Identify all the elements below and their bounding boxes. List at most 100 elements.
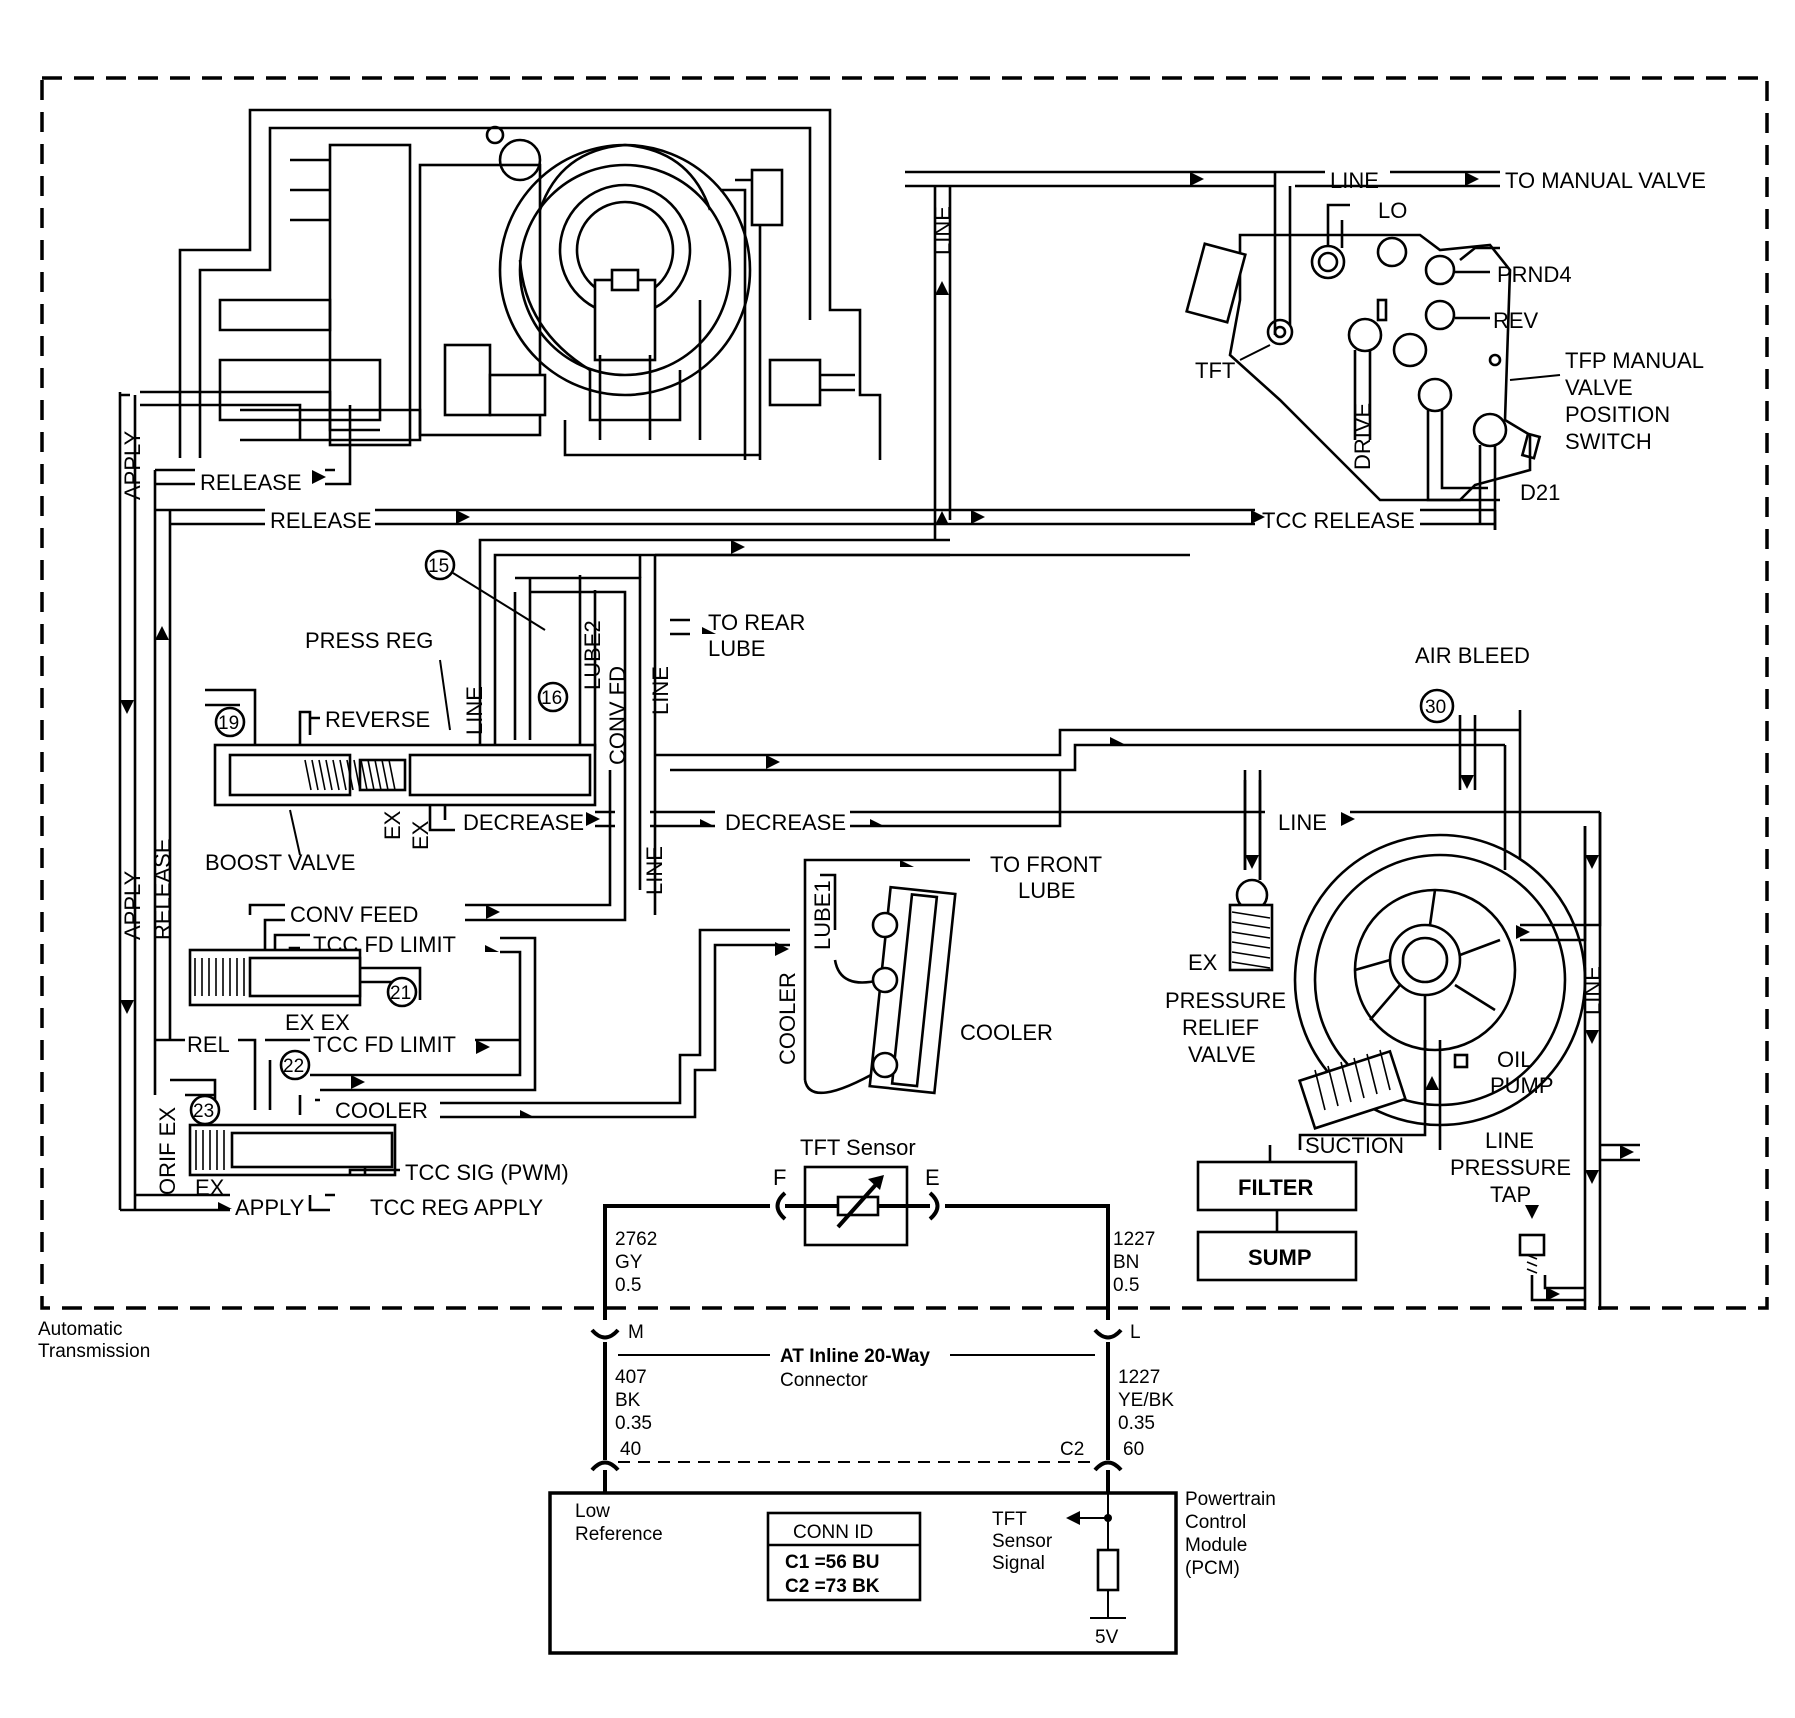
- tft-signal-label-1: TFT: [992, 1509, 1027, 1530]
- ex-ex-label: EX EX: [285, 1010, 350, 1035]
- tcc-release-label: TCC RELEASE: [1262, 508, 1415, 533]
- pin-m-label: M: [628, 1322, 644, 1343]
- tcc-sig-label: TCC SIG (PWM): [405, 1160, 569, 1185]
- tft-signal-label-3: Signal: [992, 1553, 1045, 1574]
- wire-right-bottom-3: 0.35: [1118, 1413, 1155, 1434]
- sump-label: SUMP: [1248, 1245, 1312, 1270]
- release-left-label: RELEASE: [150, 839, 175, 941]
- num23-label: 23: [193, 1101, 214, 1122]
- line-right-label: LINE: [1278, 810, 1327, 835]
- powertrain-control-module: Low Reference CONN ID C1 =56 BU C2 =73 B…: [548, 1489, 1276, 1655]
- wire-left-bottom-1: 407: [615, 1367, 647, 1388]
- lube2-label: LUBE2: [580, 620, 605, 690]
- line-label-top: LINE: [1330, 168, 1379, 193]
- press-reg-label: PRESS REG: [305, 628, 433, 653]
- line-to-manual-valve: LINE TO MANUAL VALVE LINE: [905, 168, 1706, 525]
- wire-right-top-1: 1227: [1113, 1229, 1155, 1250]
- decrease-label-2: DECREASE: [725, 810, 846, 835]
- v5-label: 5V: [1095, 1627, 1119, 1648]
- left-apply-release-lines: APPLY RELEASE: [120, 626, 175, 1014]
- release-label-1: RELEASE: [200, 470, 302, 495]
- conn-id-label: CONN ID: [793, 1522, 873, 1543]
- rel-label: REL: [187, 1032, 230, 1057]
- decrease-label-1: DECREASE: [463, 810, 584, 835]
- automatic-transmission-label-1: Automatic: [38, 1319, 122, 1340]
- to-manual-valve-label: TO MANUAL VALVE: [1505, 168, 1706, 193]
- line-v3-label: LINE: [648, 666, 673, 715]
- line-v2-label: LINE: [462, 686, 487, 735]
- cooler: TO FRONT LUBE LUBE1 COOLER COOLER: [775, 852, 1102, 1095]
- apply-left-label: APPLY: [120, 870, 145, 940]
- pcm-label-1: Powertrain: [1185, 1489, 1276, 1510]
- prv-label-2: RELIEF: [1182, 1015, 1259, 1040]
- apply-bottom-label: APPLY: [235, 1195, 305, 1220]
- line-v4-label: LINE: [642, 846, 667, 895]
- tft-label: TFT: [1195, 358, 1235, 383]
- tcc-fd-limit-label-2: TCC FD LIMIT: [313, 1032, 456, 1057]
- num16-label: 16: [541, 688, 562, 709]
- line-vertical-label: LINE: [930, 206, 955, 255]
- ex-prv-label: EX: [1188, 950, 1218, 975]
- connector-label-1: AT Inline 20-Way: [780, 1346, 930, 1367]
- cooler-2-label: COOLER: [335, 1098, 428, 1123]
- to-rear-lube-label-1: TO REAR: [708, 610, 805, 635]
- pcm-label-4: (PCM): [1185, 1558, 1240, 1579]
- lo-label: LO: [1378, 198, 1407, 223]
- transmission-case-drawing: [118, 108, 882, 1210]
- d21-label: D21: [1520, 480, 1560, 505]
- reverse-label: REVERSE: [325, 707, 430, 732]
- drive-label: DRIVE: [1350, 403, 1375, 470]
- torque-converter: [498, 143, 855, 460]
- num15-label: 15: [428, 556, 449, 577]
- tfp-manual-label-1: TFP MANUAL: [1565, 348, 1704, 373]
- wire-right-bottom-2: YE/BK: [1118, 1390, 1174, 1411]
- pcm-label-2: Control: [1185, 1512, 1246, 1533]
- tft-signal-label-2: Sensor: [992, 1531, 1053, 1552]
- oil-pump-label-1: OIL: [1497, 1047, 1532, 1072]
- conn-c2-label: C2 =73 BK: [785, 1576, 880, 1597]
- wire-right-bottom-1: 1227: [1118, 1367, 1160, 1388]
- to-rear-lube-label-2: LUBE: [708, 636, 765, 661]
- apply-label-top: APPLY: [120, 430, 145, 500]
- line-pressure-tap: LINE PRESSURE TAP: [1450, 1128, 1585, 1302]
- num30-label: 30: [1425, 697, 1446, 718]
- suction-label: SUCTION: [1305, 1133, 1404, 1158]
- tfp-manual-label-4: SWITCH: [1565, 429, 1652, 454]
- pressure-relief-valve: EX PRESSURE RELIEF VALVE: [1165, 780, 1286, 1067]
- ex-label-1: EX: [380, 810, 405, 840]
- pin-l-label: L: [1130, 1322, 1141, 1343]
- wire-left-top-3: 0.5: [615, 1275, 641, 1296]
- to-front-lube-label-2: LUBE: [1018, 878, 1075, 903]
- orif-ex-label: ORIF EX: [155, 1107, 180, 1195]
- conn-c1-label: C1 =56 BU: [785, 1552, 880, 1573]
- num19-label: 19: [218, 713, 239, 734]
- oil-pump-label-2: PUMP: [1490, 1073, 1554, 1098]
- wire-left-top-1: 2762: [615, 1229, 657, 1250]
- wire-left-top-2: GY: [615, 1252, 643, 1273]
- prv-label-1: PRESSURE: [1165, 988, 1286, 1013]
- conn-id-box: [766, 1511, 922, 1602]
- pin-60-label: 60: [1123, 1439, 1144, 1460]
- wire-left-bottom-3: 0.35: [615, 1413, 652, 1434]
- tfp-manual-valve-position-switch: LO PRND4 REV TFP MANUAL VALVE POSITION S…: [1185, 172, 1704, 530]
- tft-sensor-label: TFT Sensor: [800, 1135, 916, 1160]
- air-bleed-label: AIR BLEED: [1415, 643, 1530, 668]
- connector-label-2: Connector: [780, 1370, 868, 1391]
- num22-label: 22: [283, 1056, 304, 1077]
- conv-feed-label: CONV FEED: [290, 902, 418, 927]
- cooler-label: COOLER: [960, 1020, 1053, 1045]
- wire-right-top-2: BN: [1113, 1252, 1139, 1273]
- transmission-boundary: [40, 76, 1769, 1310]
- pcm-label-3: Module: [1185, 1535, 1247, 1556]
- tcc-reg-apply-label: TCC REG APPLY: [370, 1195, 544, 1220]
- prnd4-label: PRND4: [1497, 262, 1572, 287]
- release-lines: RELEASE RELEASE TCC RELEASE APPLY: [120, 393, 1497, 1210]
- cooler-v-label: COOLER: [775, 972, 800, 1065]
- pin-40-label: 40: [620, 1439, 641, 1460]
- automatic-transmission-label-2: Transmission: [38, 1341, 150, 1362]
- to-front-lube-label-1: TO FRONT: [990, 852, 1102, 877]
- line-v5-label: LINE: [1580, 966, 1605, 1015]
- filter-sump: FILTER SUMP: [1196, 1145, 1358, 1282]
- boost-valve-label: BOOST VALVE: [205, 850, 355, 875]
